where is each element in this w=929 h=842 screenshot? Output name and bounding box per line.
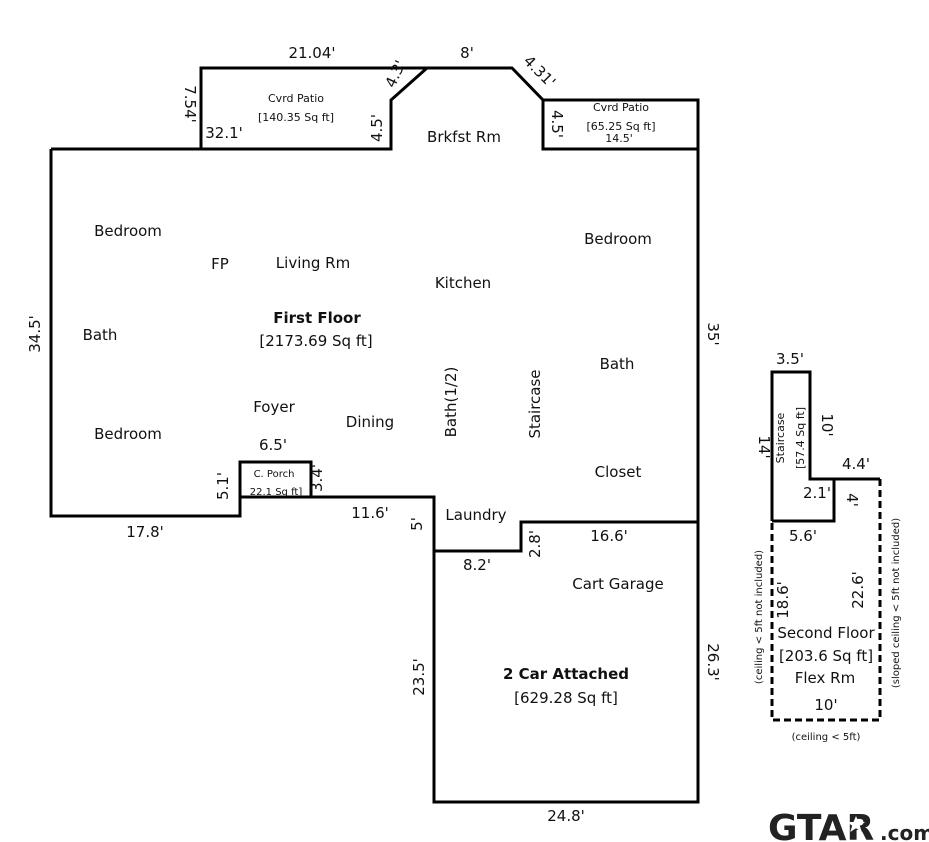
room-fp: FP [211,255,229,273]
second-floor-area: [203.6 Sq ft] [779,647,873,665]
first-floor-title: First Floor [273,309,361,327]
staircase-outline [770,370,836,523]
dim-sf-step-top: 4.4' [842,455,870,473]
dim-sf-stair-left: 14' [755,435,773,458]
dim-laundry-bottom: 8.2' [463,556,491,574]
sf-staircase-label: Staircase [774,412,787,463]
dim-porch-right: 3.4' [308,464,326,492]
dim-diag-right: 4.31' [520,52,559,91]
room-dining: Dining [346,413,394,431]
garage-outline [432,522,700,804]
logo-star-icon [847,816,865,832]
first-floor-area: [2173.69 Sq ft] [259,332,372,350]
second-floor-title: Second Floor [777,624,875,642]
room-brkfst: Brkfst Rm [427,128,501,146]
dim-laundry-step: 2.8' [526,530,544,558]
room-bedroom-ne: Bedroom [584,230,652,248]
dim-patio-inner: 32.1' [205,124,243,142]
dim-right-wall: 35' [704,322,722,345]
dim-sf-stair-right: 10' [818,413,836,436]
sf-note-right: (sloped ceiling < 5ft not included) [891,518,902,688]
sf-note-left: (ceiling < 5ft not included) [754,550,765,684]
dim-laundry-drop: 5' [408,517,426,531]
porch-label: C. Porch [254,469,295,480]
gtar-logo: GTAR .com [768,808,929,842]
dim-patio-left: 7.54' [181,85,199,123]
patio-west-wall [201,66,428,151]
sf-note-bottom: (ceiling < 5ft) [792,732,861,743]
dim-patio-drop: 4.5' [368,114,386,142]
patio-east-wall [543,98,700,149]
room-staircase: Staircase [526,369,544,438]
dim-sf-mid: 5.6' [789,527,817,545]
garage-area: [629.28 Sq ft] [514,689,618,707]
dim-sf-left: 18.6' [774,581,792,619]
dim-garage-top: 16.6' [590,527,628,545]
dim-bottom-left: 17.8' [126,523,164,541]
patio-east-label: Cvrd Patio [593,101,649,114]
room-laundry: Laundry [445,506,506,524]
dim-porch-top: 6.5' [259,436,287,454]
room-bedroom-sw: Bedroom [94,425,162,443]
dim-porch-left: 5.1' [214,472,232,500]
dim-top-patio: 21.04' [288,44,335,62]
dim-bottom-mid: 11.6' [351,504,389,522]
room-bedroom-nw: Bedroom [94,222,162,240]
garage-title: 2 Car Attached [503,665,629,683]
patio-east-area: [65.25 Sq ft] [586,120,655,133]
dim-left-wall: 34.5' [26,315,44,353]
dim-sf-step-drop: 4' [843,493,861,507]
dim-sf-step-in: 2.1' [803,484,831,502]
porch-area: 22.1 Sq ft] [250,487,303,498]
patio-west-area: [140.35 Sq ft] [258,111,334,124]
dim-garage-left: 23.5' [410,658,428,696]
patio-east-dim: 14.5' [605,132,633,145]
dim-right-patio-drop: 4.5' [548,110,566,138]
dim-garage-right: 26.3' [704,643,722,681]
room-bath-w: Bath [83,326,118,344]
patio-west-label: Cvrd Patio [268,92,324,105]
dim-sf-top: 3.5' [776,350,804,368]
dim-sf-bottom: 10' [814,696,837,714]
room-bath-e: Bath [600,355,635,373]
room-foyer: Foyer [253,398,295,416]
room-kitchen: Kitchen [435,274,491,292]
room-living: Living Rm [276,254,350,272]
dim-garage-bottom: 24.8' [547,807,585,825]
room-closet: Closet [595,463,642,481]
room-half-bath: Bath(1/2) [442,367,460,438]
room-flex: Flex Rm [795,669,855,687]
dim-top-mid: 8' [460,44,474,62]
sf-staircase-area: [57.4 Sq ft] [794,407,807,469]
logo-suffix: .com [880,821,929,842]
dim-sf-right: 22.6' [849,571,867,609]
room-cart-garage: Cart Garage [572,575,663,593]
